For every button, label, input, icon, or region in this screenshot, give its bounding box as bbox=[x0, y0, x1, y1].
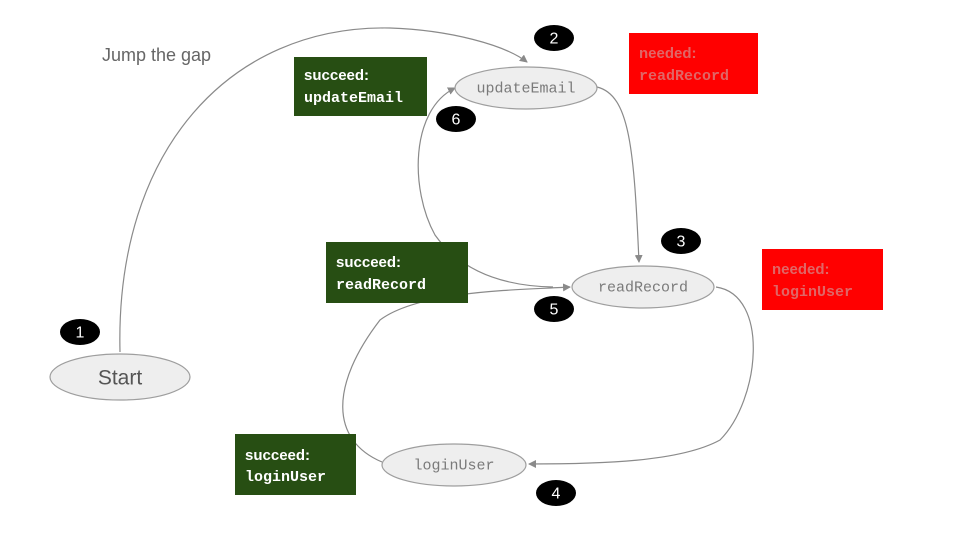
needed-login-user-line2: loginUser bbox=[772, 284, 854, 301]
step-badge-5: 5 bbox=[534, 296, 574, 322]
node-login-user-label: loginUser bbox=[413, 458, 494, 475]
node-read-record-label: readRecord bbox=[598, 280, 688, 297]
succeed-read-record-note: succeed: readRecord bbox=[326, 242, 468, 303]
edge-login-user-to-read-record bbox=[342, 283, 571, 463]
step-badge-2-label: 2 bbox=[550, 31, 559, 48]
succeed-read-record-line2: readRecord bbox=[336, 277, 427, 294]
node-update-email: updateEmail bbox=[454, 66, 598, 110]
step-badge-3: 3 bbox=[661, 228, 701, 254]
step-badge-3-label: 3 bbox=[677, 234, 686, 251]
needed-login-user-line1: needed: bbox=[772, 261, 830, 278]
node-login-user: loginUser bbox=[381, 443, 527, 487]
step-badge-1-label: 1 bbox=[76, 325, 85, 342]
needed-read-record-line2: readRecord bbox=[639, 68, 730, 85]
edge-read-record-to-login-user bbox=[528, 286, 754, 468]
step-badge-5-label: 5 bbox=[550, 302, 559, 319]
node-start-label: Start bbox=[98, 367, 143, 390]
step-badge-1: 1 bbox=[60, 319, 100, 345]
step-badge-4: 4 bbox=[536, 480, 576, 506]
step-badge-6: 6 bbox=[436, 106, 476, 132]
succeed-update-email-note: succeed: updateEmail bbox=[294, 57, 427, 116]
succeed-login-user-note: succeed: loginUser bbox=[235, 434, 356, 495]
step-badge-2: 2 bbox=[534, 25, 574, 51]
step-badge-6-label: 6 bbox=[452, 112, 461, 129]
succeed-login-user-line2: loginUser bbox=[245, 469, 327, 486]
edge-update-email-to-read-record bbox=[596, 86, 643, 263]
step-badge-4-label: 4 bbox=[552, 486, 561, 503]
node-start: Start bbox=[49, 353, 191, 401]
node-update-email-label: updateEmail bbox=[476, 81, 575, 98]
succeed-login-user-line1: succeed: bbox=[245, 447, 311, 464]
needed-read-record-note: needed: readRecord bbox=[629, 33, 758, 94]
needed-read-record-line1: needed: bbox=[639, 45, 697, 62]
jump-the-gap-caption: Jump the gap bbox=[102, 45, 212, 65]
succeed-update-email-line2: updateEmail bbox=[304, 90, 404, 107]
edge-read-record-to-update-email bbox=[417, 87, 554, 288]
node-read-record: readRecord bbox=[571, 265, 715, 309]
succeed-update-email-line1: succeed: bbox=[304, 67, 370, 84]
edge-start-to-update-email bbox=[119, 27, 528, 353]
succeed-read-record-line1: succeed: bbox=[336, 254, 402, 271]
needed-login-user-note: needed: loginUser bbox=[762, 249, 883, 310]
